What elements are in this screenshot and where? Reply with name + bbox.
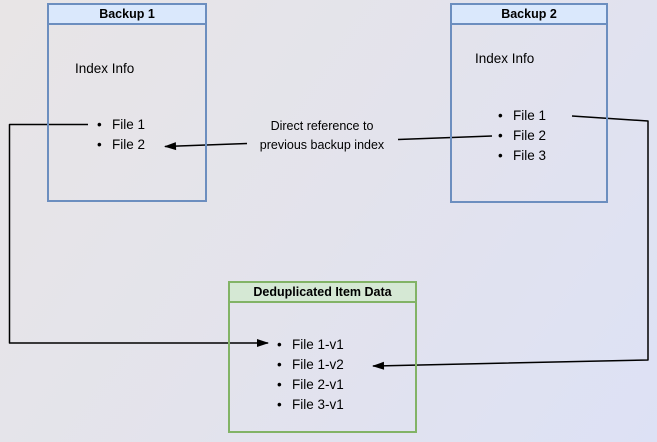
node-backup-2-header: Backup 2 — [452, 5, 606, 25]
node-backup-2-index-info-label: Index Info — [475, 51, 535, 66]
node-deduplicated-item-data-header: Deduplicated Item Data — [230, 283, 415, 303]
list-item-file: File 3 — [498, 146, 546, 166]
list-item-file: File 2-v1 — [277, 375, 344, 395]
node-backup-2-file-list: File 1 File 2 File 3 — [498, 106, 546, 166]
node-backup-1: Backup 1 Index Info File 1 File 2 — [47, 3, 207, 202]
node-backup-2: Backup 2 Index Info File 1 File 2 File 3 — [450, 3, 608, 203]
list-item-file: File 2 — [97, 135, 145, 155]
edge-label-direct-reference: Direct reference to previous backup inde… — [259, 119, 385, 152]
list-item-file: File 1 — [498, 106, 546, 126]
list-item-file: File 2 — [498, 126, 546, 146]
node-backup-2-title: Backup 2 — [501, 7, 557, 21]
list-item-file: File 1-v2 — [277, 355, 344, 375]
node-backup-1-title: Backup 1 — [99, 7, 155, 21]
list-item-file: File 3-v1 — [277, 395, 344, 415]
node-deduplicated-item-data: Deduplicated Item Data File 1-v1 File 1-… — [228, 281, 417, 433]
node-deduplicated-item-data-file-list: File 1-v1 File 1-v2 File 2-v1 File 3-v1 — [277, 335, 344, 415]
list-item-file: File 1 — [97, 115, 145, 135]
node-backup-1-header: Backup 1 — [49, 5, 205, 25]
node-backup-1-index-info-label: Index Info — [75, 61, 135, 76]
node-deduplicated-item-data-title: Deduplicated Item Data — [253, 285, 392, 299]
node-backup-1-file-list: File 1 File 2 — [97, 115, 145, 155]
list-item-file: File 1-v1 — [277, 335, 344, 355]
